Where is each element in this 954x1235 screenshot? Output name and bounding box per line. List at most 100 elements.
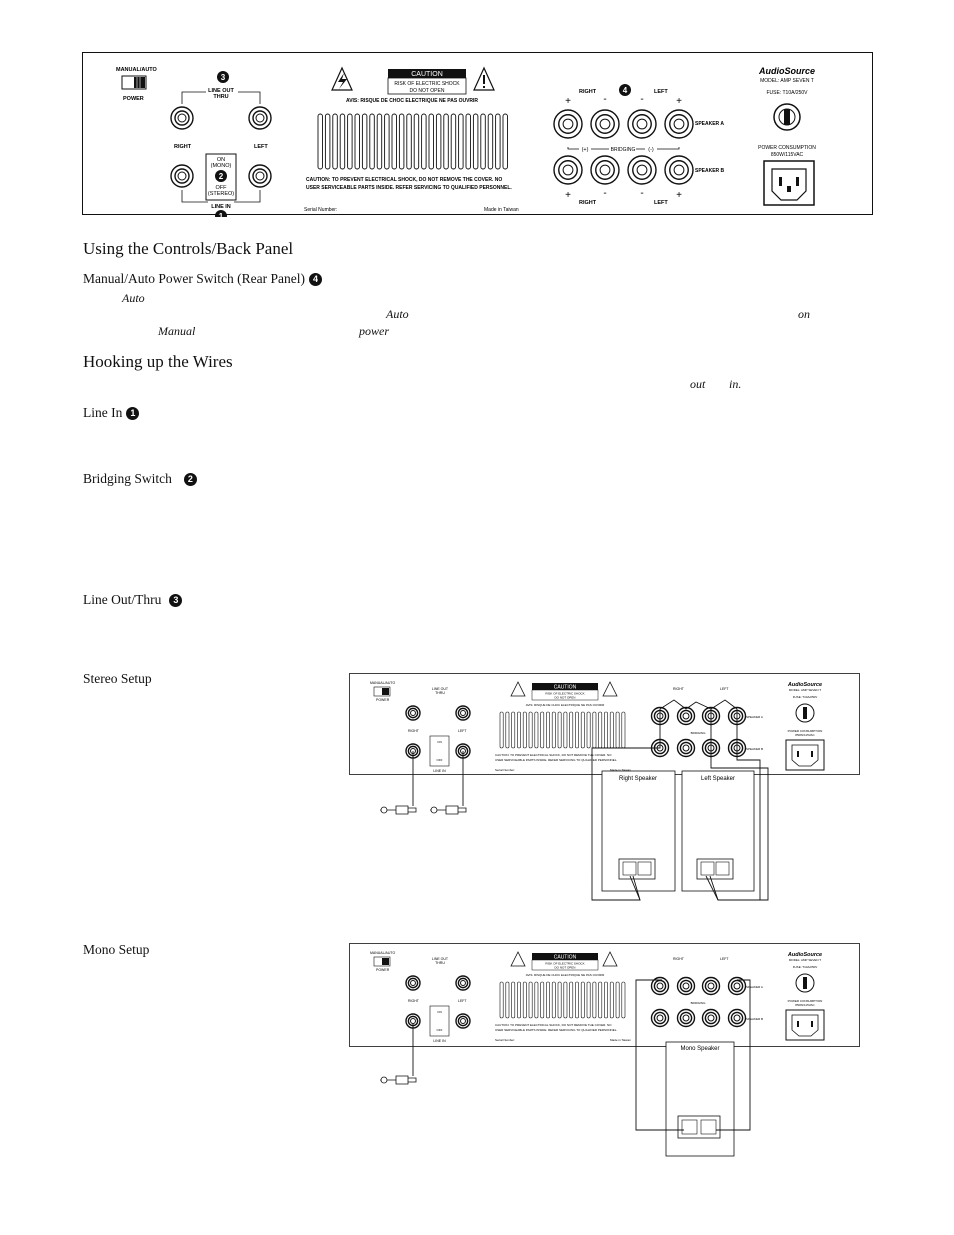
vent-slot [569, 711, 574, 749]
speaker-b-terminal[interactable] [553, 155, 583, 185]
svg-text:POWER: POWER [376, 698, 390, 702]
speaker-a-terminal[interactable] [676, 976, 696, 996]
svg-text:RIGHT: RIGHT [673, 687, 685, 691]
speaker-a-terminal[interactable] [676, 706, 696, 726]
svg-text:+: + [676, 190, 682, 201]
vent-slot [332, 113, 338, 170]
vent-slot [528, 981, 533, 1019]
svg-text:OFF: OFF [437, 1028, 443, 1032]
vent-slot [528, 711, 533, 749]
vent-slot [598, 981, 603, 1019]
svg-text:SPEAKER A: SPEAKER A [746, 715, 763, 719]
vent-slot [546, 711, 550, 749]
exclamation-warning-icon [473, 66, 495, 91]
vent-slot [480, 113, 486, 170]
svg-text:THRU: THRU [435, 961, 445, 965]
rca-plug-icon [380, 805, 417, 815]
power-inlet[interactable] [763, 160, 815, 206]
svg-text:Serial Number:: Serial Number: [495, 768, 515, 772]
vent-slot [435, 113, 442, 170]
speaker-b-terminal[interactable] [676, 1008, 696, 1028]
svg-text:RISK OF ELECTRIC SHOCK: RISK OF ELECTRIC SHOCK [545, 962, 584, 966]
vent-slot [361, 113, 368, 170]
line-out-right-jack[interactable] [170, 106, 194, 130]
svg-text:Made in Taiwan: Made in Taiwan [610, 1038, 631, 1042]
speaker-a-terminal[interactable] [650, 976, 670, 996]
speaker-a-label: SPEAKER A [695, 121, 724, 127]
line-out-left-jack[interactable] [248, 106, 272, 130]
speaker-b-terminals[interactable] [553, 155, 694, 185]
svg-text:(-): (-) [648, 147, 654, 153]
svg-text:RISK OF ELECTRIC SHOCK: RISK OF ELECTRIC SHOCK [545, 692, 584, 696]
vent-slot [551, 981, 556, 1019]
svg-text:CAUTION: CAUTION [554, 685, 577, 691]
speaker-b-terminal[interactable] [590, 155, 620, 185]
vent-slot [511, 711, 516, 749]
speaker-a-terminal[interactable] [664, 109, 694, 139]
speaker-a-terminal[interactable] [727, 976, 747, 996]
svg-text:LEFT: LEFT [458, 729, 467, 733]
svg-text:850W/115VAC: 850W/115VAC [795, 1003, 815, 1007]
line-in-left-jack[interactable] [248, 164, 272, 188]
line-out-left-jack[interactable] [455, 975, 471, 991]
speaker-b-terminal[interactable] [650, 1008, 670, 1028]
speaker-b-terminal[interactable] [664, 155, 694, 185]
svg-text:LEFT: LEFT [654, 200, 668, 206]
vent-slot [609, 711, 614, 749]
speaker-b-label: SPEAKER B [695, 168, 725, 174]
svg-text:OFF: OFF [437, 758, 443, 762]
speaker-b-terminal[interactable] [701, 1008, 721, 1028]
svg-text:OFF: OFF [216, 185, 228, 191]
svg-text:+: + [676, 96, 682, 107]
vent-slot [347, 113, 353, 170]
vent-slot [551, 711, 556, 749]
line-in-label: LINE IN [211, 204, 231, 210]
svg-text:ON: ON [437, 740, 442, 744]
line-in-left-jack[interactable] [455, 1013, 471, 1029]
badge-3-icon: 3 [169, 594, 183, 607]
power-switch[interactable] [121, 75, 147, 90]
line-in-right-jack[interactable] [170, 164, 194, 188]
vent-slot [546, 981, 550, 1019]
line-out-right-jack[interactable] [405, 705, 421, 721]
speaker-b-terminal[interactable] [676, 738, 696, 758]
mono-speaker: Mono Speaker [665, 1041, 735, 1157]
svg-text:USER SERVICEABLE PARTS INSIDE.: USER SERVICEABLE PARTS INSIDE. REFER SER… [495, 1028, 617, 1032]
svg-text:LEFT: LEFT [720, 687, 729, 691]
speaker-a-terminal[interactable] [701, 976, 721, 996]
vent-slot [615, 711, 620, 749]
svg-text:2: 2 [219, 172, 224, 181]
speaker-a-terminal[interactable] [627, 109, 657, 139]
thru-label: THRU [213, 94, 228, 100]
svg-text:POWER CONSUMPTION: POWER CONSUMPTION [788, 999, 823, 1003]
vent-slot [421, 113, 427, 170]
svg-text:LINE OUT: LINE OUT [432, 957, 449, 961]
svg-text:POWER CONSUMPTION: POWER CONSUMPTION [758, 145, 816, 151]
bridging-label: BRIDGING [611, 147, 636, 153]
vent-slot [487, 113, 494, 170]
vent-slot [580, 711, 585, 749]
vent-slot [317, 113, 323, 170]
speaker-a-terminal[interactable] [590, 109, 620, 139]
svg-text:AudioSource: AudioSource [787, 682, 822, 688]
serial-number-label: Serial Number: [304, 207, 337, 213]
speaker-a-terminal[interactable] [553, 109, 583, 139]
vent-slot [580, 981, 585, 1019]
line-out-right-jack[interactable] [405, 975, 421, 991]
speaker-b-terminal[interactable] [727, 1008, 747, 1028]
svg-text:CAUTION: CAUTION [554, 955, 577, 961]
fuse-holder[interactable] [773, 103, 801, 131]
speaker-b-terminal[interactable] [627, 155, 657, 185]
svg-text:Right Speaker: Right Speaker [619, 776, 657, 782]
svg-text:(+): (+) [582, 147, 589, 153]
svg-text:850W/115VAC: 850W/115VAC [771, 152, 804, 158]
vent-slot [557, 711, 562, 749]
vent-slot [450, 113, 457, 170]
bridging-switch[interactable] [429, 735, 450, 767]
bridging-switch[interactable] [429, 1005, 450, 1037]
badge-1-icon [215, 210, 227, 217]
speaker-a-terminals[interactable] [553, 109, 694, 139]
vent-slot [563, 711, 568, 749]
svg-text:Mono Speaker: Mono Speaker [680, 1046, 719, 1052]
line-out-left-jack[interactable] [455, 705, 471, 721]
